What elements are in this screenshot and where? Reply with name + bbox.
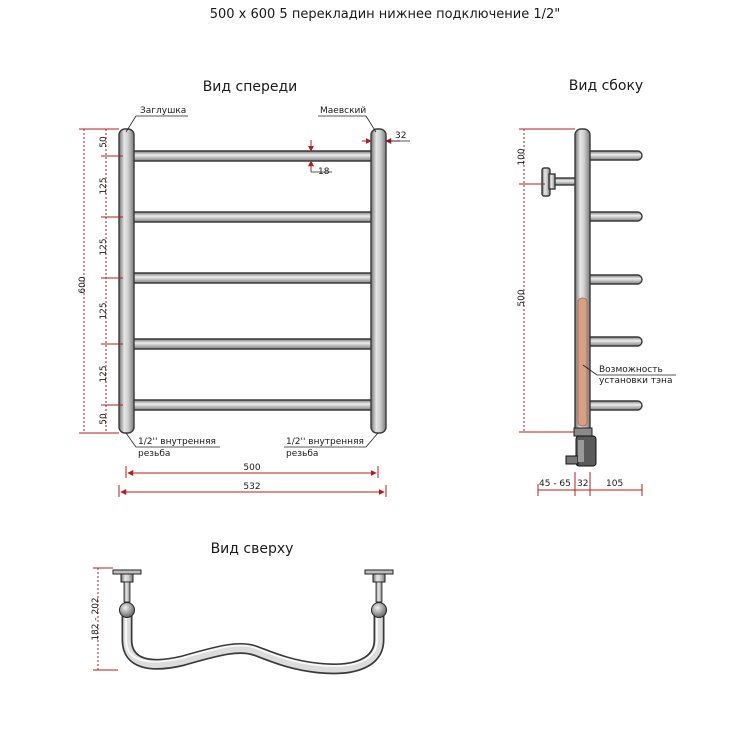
- top-riser-left: [119, 602, 135, 618]
- side-top-label: 100: [517, 148, 527, 165]
- thread-left-label-2: резьба: [138, 449, 170, 459]
- thread-right-label-1: 1/2'' внутренняя: [286, 437, 364, 447]
- side-bar: [583, 274, 643, 285]
- front-view: Заглушка Маевский 32 18 600 50 125 125 1…: [78, 106, 410, 497]
- top-bracket-left-rod: [123, 581, 131, 603]
- top-bracket-right-flange: [364, 569, 394, 575]
- front-bar: [122, 399, 382, 411]
- seg-top-label: 50: [99, 136, 109, 148]
- seg-1-label: 125: [99, 177, 109, 194]
- front-bar: [122, 211, 382, 223]
- front-view-title: Вид спереди: [203, 79, 298, 95]
- pipe-d-label: 32: [395, 131, 406, 141]
- front-bar: [122, 150, 382, 162]
- side-wall-label: 45 - 65: [539, 479, 571, 489]
- top-bracket-right-stem: [372, 573, 386, 583]
- top-bracket-left-flange: [112, 569, 142, 575]
- front-bars: [122, 150, 382, 411]
- side-bar: [583, 150, 643, 161]
- heater-cap: [573, 427, 593, 437]
- top-riser-right: [371, 602, 387, 618]
- heater-label-2: установки тэна: [599, 376, 672, 386]
- thread-left-leader: [125, 432, 137, 448]
- top-bracket-right-rod: [375, 581, 383, 603]
- side-depth-label: 105: [606, 479, 623, 489]
- thread-right-leader: [365, 432, 379, 448]
- heater-label-1: Возможность: [599, 365, 663, 375]
- mayevsky-leader: [365, 115, 377, 133]
- side-bar: [583, 336, 643, 347]
- front-bar: [122, 272, 382, 284]
- side-mount-collar: [548, 173, 556, 190]
- top-depth-label: 182 - 202: [91, 597, 101, 640]
- heater-element: [577, 297, 588, 427]
- front-right-riser: [370, 128, 387, 434]
- center-width-label: 500: [243, 463, 260, 473]
- heater-cable-gland: [565, 455, 579, 465]
- top-bar-body: [123, 608, 383, 673]
- top-bar-highlight: [125, 611, 378, 667]
- side-pipe-label: 32: [577, 479, 588, 489]
- seg-2-label: 125: [99, 238, 109, 255]
- top-bracket-left-stem: [120, 573, 134, 583]
- total-height-label: 600: [78, 276, 88, 293]
- heater-leader: [582, 364, 598, 376]
- seg-4-label: 125: [99, 365, 109, 382]
- plug-leader: [125, 115, 137, 133]
- side-view-title: Вид сбоку: [569, 78, 643, 94]
- front-left-riser: [118, 128, 135, 434]
- side-height-label: 500: [517, 289, 527, 306]
- top-view: 182 - 202: [91, 567, 394, 675]
- side-view: Возможность установки тэна 100 500 45 - …: [517, 128, 676, 496]
- side-mount-rod: [552, 177, 577, 186]
- bar-d-label: 18: [318, 167, 330, 177]
- seg-3-label: 125: [99, 302, 109, 319]
- thread-left-label-1: 1/2'' внутренняя: [138, 437, 216, 447]
- plug-label: Заглушка: [140, 106, 186, 116]
- front-bar: [122, 338, 382, 350]
- heater-housing-highlight: [578, 440, 584, 462]
- thread-right-label-2: резьба: [286, 449, 318, 459]
- seg-bottom-label: 50: [99, 413, 109, 425]
- total-width-label: 532: [243, 482, 260, 492]
- mayevsky-label: Маевский: [320, 106, 366, 116]
- side-bar: [583, 211, 643, 222]
- drawing-title: 500 x 600 5 перекладин нижнее подключени…: [210, 7, 561, 22]
- top-view-title: Вид сверху: [211, 541, 294, 557]
- side-bar: [583, 400, 643, 411]
